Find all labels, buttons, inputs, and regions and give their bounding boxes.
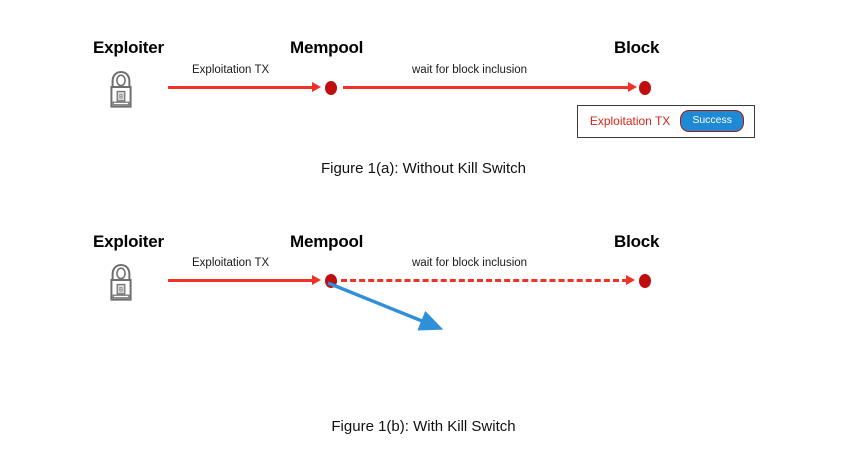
arrow-head-exploiter-to-mempool: [312, 81, 321, 92]
exploiter-hacker-icon: B: [108, 70, 134, 115]
svg-text:B: B: [119, 286, 123, 293]
arrow-head-dashed-to-block: [626, 274, 635, 285]
column-heading-block-b: Block: [614, 232, 660, 251]
flow-label-exploitation-tx: Exploitation TX: [192, 64, 270, 76]
panel-without-kill-switch: Exploiter Mempool Block B Exploitation T…: [0, 0, 847, 200]
arrow-head-mempool-to-block: [628, 81, 637, 92]
mempool-node-dot: [325, 80, 337, 95]
block-result-table: Exploitation TX Success: [577, 105, 755, 138]
arrow-exploiter-to-mempool: [168, 86, 314, 89]
block-node-dot: [639, 80, 651, 95]
arrow-exploiter-to-mempool-b: [168, 279, 314, 282]
arrow-dashed-mempool-to-block: [341, 279, 628, 282]
svg-text:B: B: [119, 93, 123, 100]
column-heading-mempool-b: Mempool: [290, 232, 364, 251]
figure-caption-a: Figure 1(a): Without Kill Switch: [320, 160, 527, 177]
figure-caption-b: Figure 1(b): With Kill Switch: [331, 418, 516, 435]
table-row: Exploitation TX Success: [578, 106, 754, 136]
column-heading-exploiter: Exploiter: [93, 38, 164, 57]
arrow-mempool-to-kill-switch: [326, 281, 446, 333]
column-heading-mempool: Mempool: [290, 38, 364, 57]
status-badge: Success: [680, 110, 744, 132]
flow-label-wait-for-block-inclusion: wait for block inclusion: [412, 64, 528, 76]
arrow-head-exploiter-to-mempool-b: [312, 274, 321, 285]
flow-label-wait-for-block-inclusion-b: wait for block inclusion: [412, 257, 528, 269]
flow-label-exploitation-tx-b: Exploitation TX: [192, 257, 270, 269]
column-heading-block: Block: [614, 38, 660, 57]
table-cell-tx-name: Exploitation TX: [589, 113, 671, 128]
exploiter-hacker-icon-b: B: [108, 263, 134, 308]
panel-with-kill-switch: Exploiter Mempool Block B Exploitation T…: [0, 215, 847, 464]
column-heading-exploiter-b: Exploiter: [93, 232, 164, 251]
arrow-mempool-to-block: [343, 86, 630, 89]
block-node-dot-b: [639, 273, 651, 288]
